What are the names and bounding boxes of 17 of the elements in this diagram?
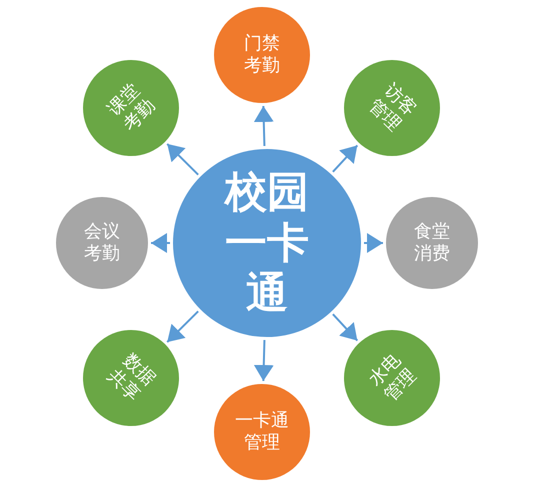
triangle-arrow xyxy=(332,144,358,172)
triangle-arrow xyxy=(364,233,383,253)
triangle-arrow xyxy=(332,314,358,342)
feature-label: 课堂考勤 xyxy=(102,80,160,136)
triangle-arrow xyxy=(166,143,199,176)
triangle-arrow xyxy=(254,106,274,146)
feature-label: 访客管理 xyxy=(364,80,420,136)
feature-label: 一卡通管理 xyxy=(234,410,290,454)
feature-label: 食堂消费 xyxy=(414,221,450,265)
feature-label: 门禁考勤 xyxy=(244,33,280,77)
feature-label: 数据共享 xyxy=(102,350,160,406)
triangle-arrow xyxy=(166,310,199,343)
feature-label: 会议考勤 xyxy=(84,221,120,265)
feature-label: 水电管理 xyxy=(364,350,420,406)
triangle-arrow xyxy=(254,340,274,382)
triangle-arrow xyxy=(151,233,170,253)
hub-title: 校园一卡通 xyxy=(224,167,310,319)
